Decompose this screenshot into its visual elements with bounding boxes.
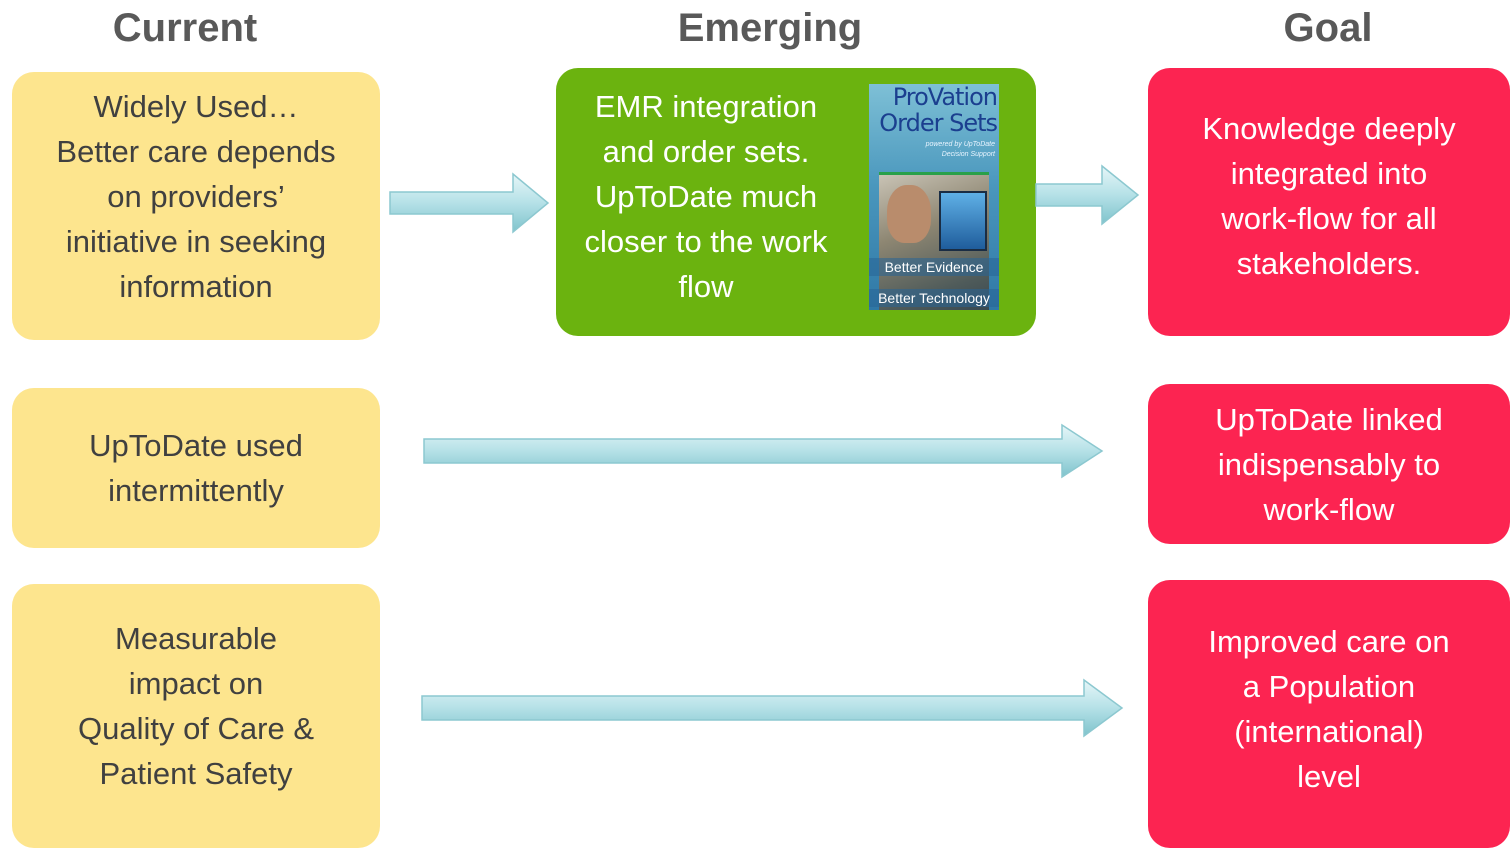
goal-box-2: UpToDate linked indispensably to work-fl…: [1148, 384, 1510, 544]
arrow-row2: [423, 423, 1104, 479]
header-goal: Goal: [1283, 6, 1373, 50]
header-emerging: Emerging: [677, 6, 863, 50]
tagline-better-technology: Better Technology: [869, 289, 999, 307]
goal-box-1: Knowledge deeply integrated into work-fl…: [1148, 68, 1510, 336]
current-text-3: Measurable impact on Quality of Care & P…: [77, 621, 315, 791]
current-box-1: Widely Used… Better care depends on prov…: [12, 72, 380, 340]
tagline-better-evidence: Better Evidence: [869, 258, 999, 276]
doctor-photo: [879, 172, 989, 310]
powered-by-text: powered by UpToDate Decision Support: [925, 141, 995, 158]
goal-text-1: Knowledge deeply integrated into work-fl…: [1202, 111, 1456, 281]
doctor-face: [887, 185, 931, 243]
arrow-row1-a: [389, 172, 550, 234]
current-box-2: UpToDate used intermittently: [12, 388, 380, 548]
arrow-row3: [421, 678, 1124, 738]
current-text-1: Widely Used… Better care depends on prov…: [56, 88, 336, 304]
emerging-text-1: EMR integration and order sets. UpToDate…: [584, 88, 828, 304]
current-box-3: Measurable impact on Quality of Care & P…: [12, 584, 380, 848]
provation-logo: ProVation Order Sets: [879, 84, 998, 137]
provation-order-sets-image: ProVation Order Sets powered by UpToDate…: [869, 84, 999, 310]
arrow-row1-b: [1035, 164, 1140, 226]
current-text-2: UpToDate used intermittently: [89, 428, 303, 508]
header-current: Current: [112, 6, 258, 50]
goal-text-3: Improved care on a Population (internati…: [1208, 624, 1450, 794]
goal-box-3: Improved care on a Population (internati…: [1148, 580, 1510, 848]
goal-text-2: UpToDate linked indispensably to work-fl…: [1215, 401, 1443, 527]
monitor-screen: [939, 191, 987, 251]
